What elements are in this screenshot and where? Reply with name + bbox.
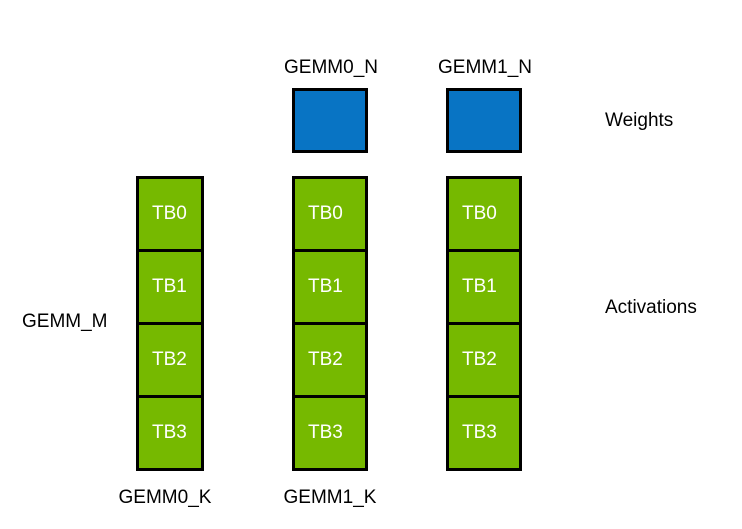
activation-cell[interactable]: TB0: [292, 176, 368, 252]
row-label-activations: Activations: [605, 297, 697, 318]
activation-cell-label: TB3: [152, 422, 187, 443]
weight-block-0[interactable]: [292, 88, 368, 153]
activation-cell[interactable]: TB3: [136, 395, 204, 471]
activation-cell-label: TB2: [462, 349, 497, 370]
bottom-label-gemm1-k: GEMM1_K: [283, 487, 377, 508]
activation-cell[interactable]: TB1: [292, 249, 368, 325]
activation-cell-label: TB0: [308, 203, 343, 224]
activation-cell[interactable]: TB2: [446, 322, 522, 398]
header-label-gemm0-n-line1: GEMM0_N: [284, 57, 378, 78]
activation-column-2: TB0 TB1 TB2 TB3: [446, 176, 522, 471]
activation-cell-label: TB3: [462, 422, 497, 443]
activation-cell-label: TB0: [152, 203, 187, 224]
activation-cell-label: TB1: [462, 276, 497, 297]
weight-block-1[interactable]: [446, 88, 522, 153]
activation-cell[interactable]: TB1: [136, 249, 204, 325]
activation-cell-label: TB0: [462, 203, 497, 224]
activation-cell[interactable]: TB3: [446, 395, 522, 471]
activation-column-0: TB0 TB1 TB2 TB3: [136, 176, 204, 471]
header-label-gemm1-n-line1: GEMM1_N: [438, 57, 532, 78]
bottom-label-gemm0-k: GEMM0_K: [118, 487, 212, 508]
activation-cell[interactable]: TB2: [292, 322, 368, 398]
left-label-gemm-m: GEMM_M: [22, 311, 108, 332]
activation-cell[interactable]: TB2: [136, 322, 204, 398]
activation-cell-label: TB2: [152, 349, 187, 370]
activation-cell[interactable]: TB0: [136, 176, 204, 252]
activation-cell[interactable]: TB3: [292, 395, 368, 471]
activation-cell[interactable]: TB1: [446, 249, 522, 325]
activation-cell[interactable]: TB0: [446, 176, 522, 252]
activation-cell-label: TB1: [152, 276, 187, 297]
activation-cell-label: TB2: [308, 349, 343, 370]
activation-cell-label: TB3: [308, 422, 343, 443]
activation-cell-label: TB1: [308, 276, 343, 297]
row-label-weights: Weights: [605, 110, 674, 131]
activation-column-1: TB0 TB1 TB2 TB3: [292, 176, 368, 471]
